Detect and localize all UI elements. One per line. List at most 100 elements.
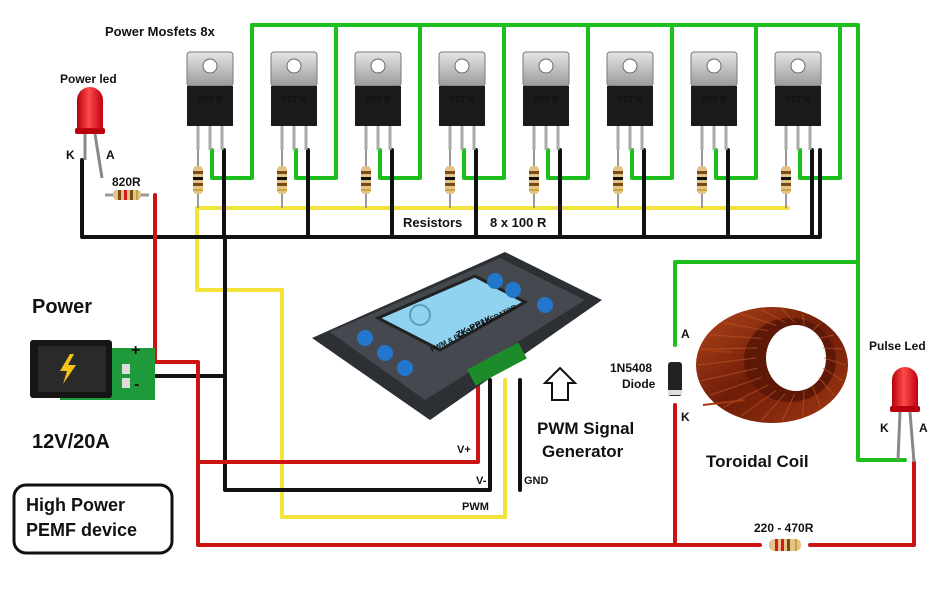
coil-winding — [818, 377, 835, 396]
mosfet-marking: FET N — [282, 95, 305, 104]
coil-winding — [822, 367, 844, 382]
pwm-generator-module: ZK-PP1K PWM & PULSE GENERATOR — [312, 252, 602, 420]
plus-label: + — [131, 342, 140, 359]
mosfet: FET N — [522, 51, 570, 150]
red-supply-bus — [130, 193, 916, 547]
mosfet: FET N — [438, 51, 486, 150]
resistor-icon — [529, 150, 539, 208]
resistors-label: Resistors — [403, 215, 462, 230]
minus-label: - — [134, 376, 139, 393]
led-icon — [75, 87, 105, 179]
pwm-generator-line2: Generator — [542, 442, 624, 461]
diode-a-label: A — [681, 327, 690, 341]
dc-jack — [30, 340, 155, 400]
diode-icon — [668, 362, 682, 396]
pulse-k-label: K — [880, 421, 889, 435]
black-gnd-wire — [223, 235, 492, 492]
diode-part-label: 1N5408 — [610, 361, 652, 375]
coil-winding — [740, 390, 777, 417]
mosfet: FET N — [690, 51, 738, 150]
coil-icon — [696, 307, 848, 423]
device-title-line1: High Power — [26, 495, 125, 515]
red-vplus-wire — [196, 378, 480, 464]
pwm-label: PWM — [462, 501, 489, 513]
mosfet-marking: FET N — [534, 95, 557, 104]
mosfet-icon: FET N — [270, 51, 318, 150]
resistor-icon — [781, 150, 791, 208]
diode-k-label: K — [681, 410, 690, 424]
mosfet-marking: FET N — [198, 95, 221, 104]
coil-winding — [761, 393, 786, 421]
red-pulse-wire — [808, 460, 916, 547]
mosfet: FET N — [270, 51, 318, 150]
green-drain-wire — [378, 23, 422, 180]
power-led-label: Power led — [60, 72, 117, 86]
pulse-led — [890, 367, 920, 463]
resistor-icon — [769, 539, 801, 551]
coil-winding — [822, 347, 844, 350]
r-pulse-label: 220 - 470R — [754, 521, 814, 535]
gate-resistor — [277, 150, 287, 208]
coil-winding — [823, 357, 847, 366]
gate-resistor — [529, 150, 539, 208]
resistors-count-label: 8 x 100 R — [490, 215, 547, 230]
coil-winding — [818, 334, 835, 340]
coil-winding — [709, 334, 762, 340]
resistor-icon — [361, 150, 371, 208]
coil-winding — [802, 390, 805, 416]
coil-winding — [700, 367, 758, 382]
gnd-label: GND — [524, 475, 549, 487]
gate-resistor — [613, 150, 623, 208]
mosfet-icon: FET N — [606, 51, 654, 150]
green-drain-wire — [462, 23, 506, 180]
power-led-a-label: A — [106, 148, 115, 162]
coil-winding — [802, 313, 805, 326]
coil-winding — [781, 393, 796, 421]
pulse-led-label: Pulse Led — [869, 339, 926, 353]
coil-winding — [782, 309, 796, 323]
coil-winding — [811, 322, 821, 332]
resistor-icon — [193, 150, 203, 208]
pwm-module-icon: ZK-PP1K PWM & PULSE GENERATOR — [312, 252, 602, 420]
resistor-220-470r — [769, 539, 801, 551]
black-ground-bus — [80, 148, 822, 492]
mosfet-icon: FET N — [690, 51, 738, 150]
gate-resistor — [781, 150, 791, 208]
mosfet: FET N — [774, 51, 822, 150]
green-drain-wire — [210, 23, 254, 180]
coil-winding — [741, 313, 777, 326]
red-supply-rail — [130, 360, 762, 547]
mosfet-icon: FET N — [438, 51, 486, 150]
black-ground-rail — [80, 148, 822, 239]
mosfet-marking: FET N — [618, 95, 641, 104]
resistor-icon — [697, 150, 707, 208]
resistor-icon — [105, 190, 149, 200]
vminus-label: V- — [476, 475, 487, 487]
device-title-line2: PEMF device — [26, 520, 137, 540]
mosfet: FET N — [186, 51, 234, 150]
up-arrow-icon — [542, 366, 578, 401]
toroidal-coil-label: Toroidal Coil — [706, 452, 809, 471]
coil-winding — [811, 384, 822, 408]
resistor-icon — [277, 150, 287, 208]
mosfet-marking: FET N — [786, 95, 809, 104]
pwm-generator-line1: PWM Signal — [537, 419, 634, 438]
gate-resistor-array — [193, 150, 791, 208]
power-led-k-label: K — [66, 148, 75, 162]
power-label: Power — [32, 296, 92, 318]
green-drain-wire — [714, 23, 758, 180]
coil-winding — [723, 384, 769, 408]
mosfet-icon: FET N — [354, 51, 402, 150]
toroidal-coil — [696, 307, 848, 423]
resistor-icon — [613, 150, 623, 208]
device-label-box — [12, 483, 174, 555]
mosfet-icon: FET N — [522, 51, 570, 150]
vplus-label: V+ — [457, 444, 471, 456]
yellow-gate-bus — [195, 206, 790, 519]
coil-winding — [723, 322, 768, 332]
coil-winding — [761, 309, 786, 323]
resistor-820r — [105, 190, 149, 200]
green-drain-wire — [630, 23, 674, 180]
green-drain-wire — [294, 23, 338, 180]
